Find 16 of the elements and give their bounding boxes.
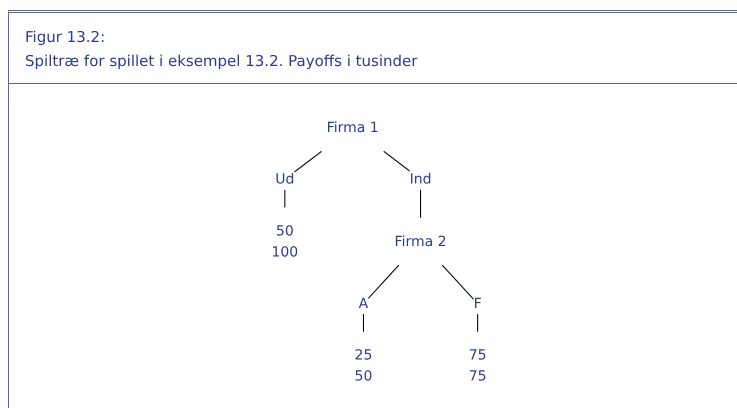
game-tree-drawing: Ud Ind A F Firma 1 50 100 Firma 2 25 50 75 75	[9, 97, 737, 407]
edge-label: A	[358, 294, 368, 312]
connector	[362, 264, 400, 332]
node-text: Firma 1	[326, 118, 379, 136]
edge-label: Ud	[275, 170, 294, 188]
node-text: 50 100	[271, 222, 298, 260]
node-text: 25 50	[354, 346, 372, 384]
edge-label: Ind	[410, 170, 432, 188]
node-text: 75 75	[468, 346, 487, 384]
node-text: Firma 2	[394, 232, 447, 250]
figure-title: Figur 13.2:	[25, 27, 106, 48]
connector	[442, 264, 478, 332]
connector	[383, 150, 422, 218]
figure-caption: Spiltræ for spillet i eksempel 13.2. Payoffs i tusinder	[25, 51, 418, 72]
edge-label: F	[474, 294, 482, 312]
connector	[284, 150, 322, 208]
